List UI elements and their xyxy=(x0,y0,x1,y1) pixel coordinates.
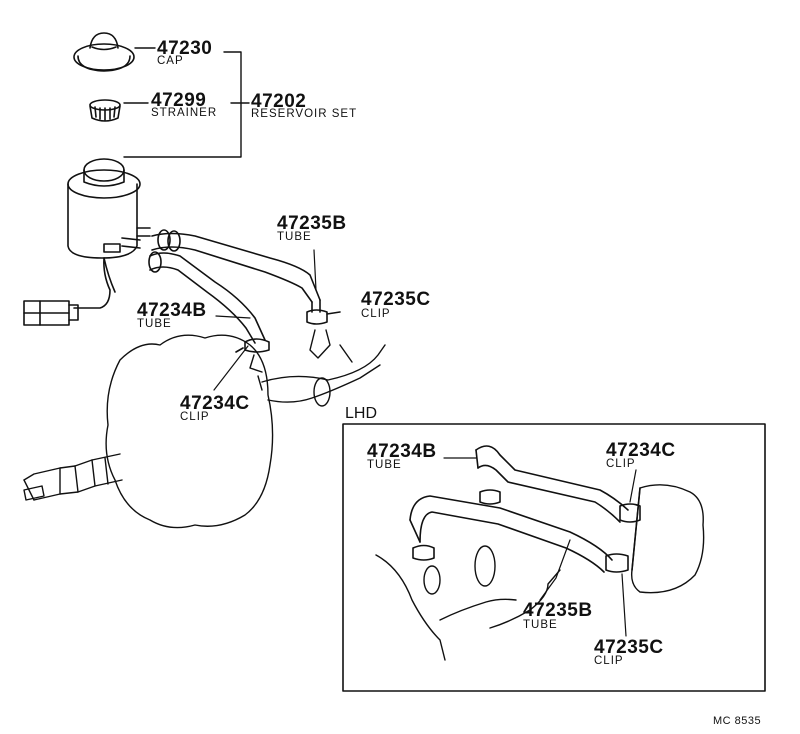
lhd-clip-b-number: 47235C xyxy=(594,637,664,658)
tube-47235b-name: TUBE xyxy=(277,231,312,243)
lhd-clip-b-name: CLIP xyxy=(594,655,624,667)
reservoir-part-number: 47202 xyxy=(251,91,307,112)
lhd-tube-b-number: 47235B xyxy=(523,600,593,621)
tube-47234b xyxy=(149,252,265,343)
booster-outline xyxy=(24,330,385,528)
cap-part xyxy=(74,33,134,71)
main-leaders xyxy=(214,250,316,390)
lhd-clip-loose-2 xyxy=(413,546,434,561)
bracket-lines xyxy=(124,48,249,157)
lhd-tube-a-number: 47234B xyxy=(367,441,437,462)
lhd-tube-a-name: TUBE xyxy=(367,459,402,471)
tube-47235b xyxy=(152,230,320,312)
lhd-clip-b xyxy=(606,554,628,572)
clip-47234c xyxy=(236,339,269,352)
strainer-part-name: STRAINER xyxy=(151,107,218,119)
strainer-part xyxy=(90,100,120,121)
clip-47235c-number: 47235C xyxy=(361,289,431,310)
cap-part-number: 47230 xyxy=(157,38,213,59)
tube-47234b-name: TUBE xyxy=(137,318,172,330)
lhd-inset xyxy=(343,424,765,691)
lhd-heading: LHD xyxy=(345,405,378,422)
lhd-clip-a xyxy=(620,504,640,522)
tube-47235b-number: 47235B xyxy=(277,213,347,234)
reservoir-part xyxy=(24,159,150,325)
cap-part-name: CAP xyxy=(157,55,184,67)
lhd-clip-loose-1 xyxy=(480,490,500,504)
clip-47235c-name: CLIP xyxy=(361,308,391,320)
lhd-clip-a-name: CLIP xyxy=(606,458,636,470)
lhd-clip-a-number: 47234C xyxy=(606,440,676,461)
clip-47234c-name: CLIP xyxy=(180,411,210,423)
clip-47234c-number: 47234C xyxy=(180,393,250,414)
lhd-tube-b-name: TUBE xyxy=(523,619,558,631)
clip-47235c xyxy=(307,310,340,324)
strainer-part-number: 47299 xyxy=(151,90,207,111)
tube-47234b-number: 47234B xyxy=(137,300,207,321)
drawing-code: MC 8535 xyxy=(713,715,762,727)
reservoir-part-name: RESERVOIR SET xyxy=(251,108,358,120)
